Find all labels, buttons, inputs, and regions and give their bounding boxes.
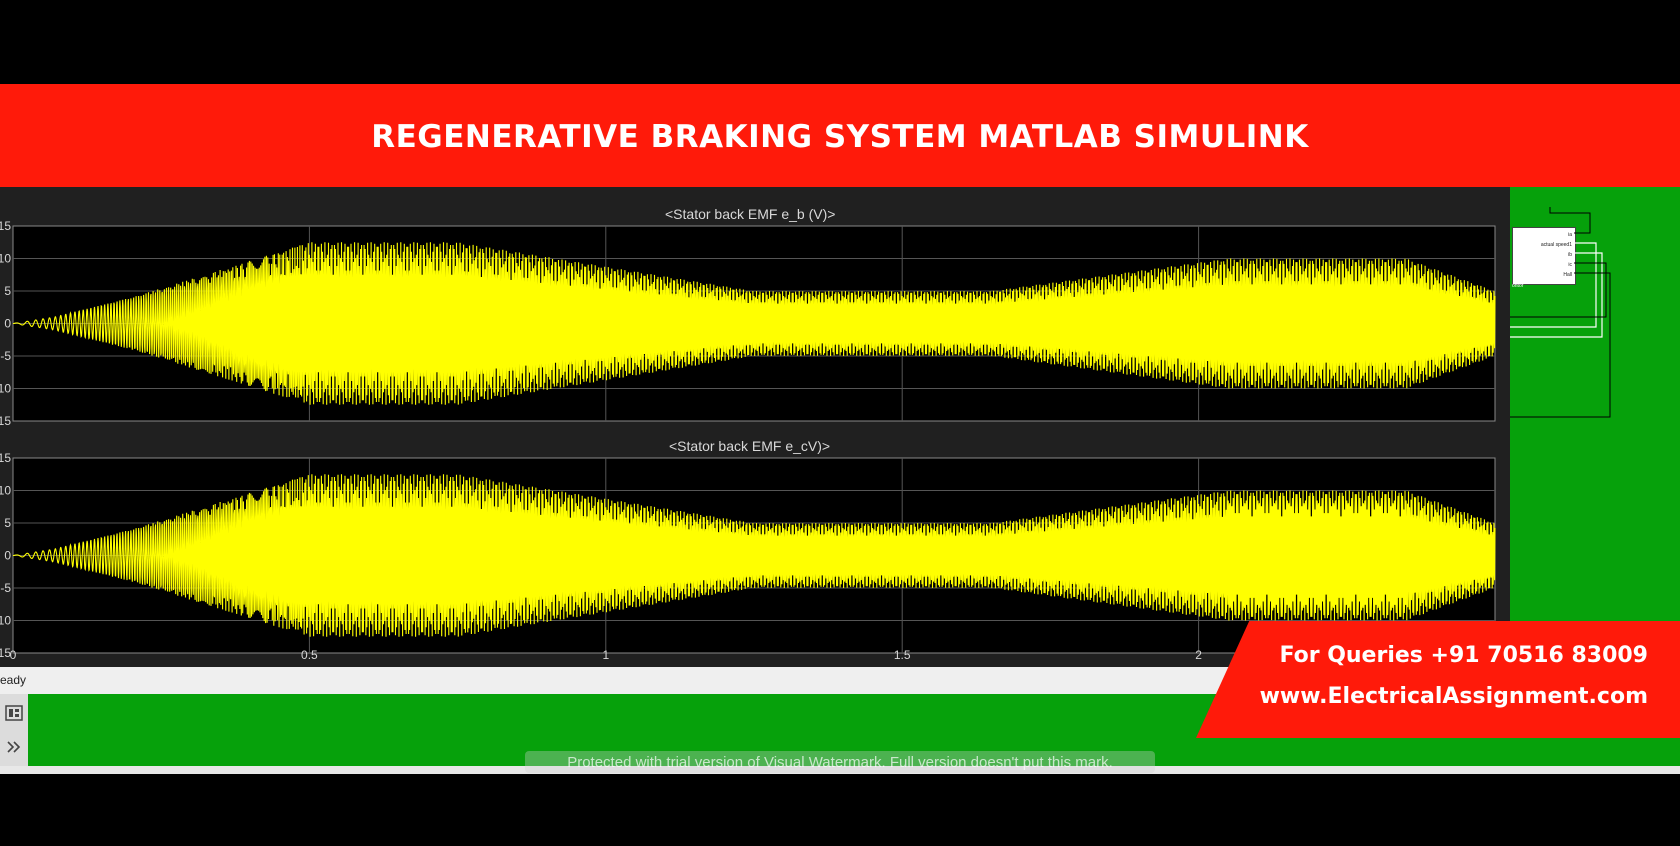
status-text: eady [0, 673, 27, 687]
double-chevron-right-icon[interactable] [3, 736, 25, 758]
y-tick-label: -10 [0, 382, 11, 396]
plot-title-2: <Stator back EMF e_cV)> [669, 438, 831, 454]
port-label: ia [1568, 232, 1572, 238]
x-tick-label: 0 [10, 648, 17, 662]
signal-wires [1510, 207, 1611, 418]
y-tick-label: -5 [0, 581, 11, 595]
plot-title-1: <Stator back EMF e_b (V)> [665, 206, 836, 222]
block-label: ontor [1512, 283, 1524, 289]
y-tick-label: 0 [4, 549, 11, 563]
contact-phone: For Queries +91 70516 83009 [1279, 643, 1648, 668]
y-tick-label: -5 [0, 349, 11, 363]
title-banner: REGENERATIVE BRAKING SYSTEM MATLAB SIMUL… [0, 84, 1680, 187]
signal-line [13, 242, 1496, 405]
y-tick-label: -15 [0, 414, 11, 428]
x-tick-label: 1 [602, 648, 609, 662]
y-tick-label: 5 [4, 516, 11, 530]
model-toolbar [0, 694, 28, 766]
y-tick-label: 10 [0, 484, 11, 498]
y-tick-label: 15 [0, 219, 11, 233]
y-tick-label: 0 [4, 317, 11, 331]
banner-title: REGENERATIVE BRAKING SYSTEM MATLAB SIMUL… [371, 118, 1309, 155]
scope-window: <Stator back EMF e_b (V)> <Stator back E… [0, 187, 1510, 667]
contact-banner: For Queries +91 70516 83009 www.Electric… [1196, 621, 1680, 738]
y-tick-label: 15 [0, 451, 11, 465]
subsystem-block[interactable]: ia actual speed1 ib ic Hall [1512, 227, 1576, 285]
watermark-text: Protected with trial version of Visual W… [525, 751, 1155, 773]
x-tick-label: 0.5 [301, 648, 318, 662]
port-label: ic [1568, 262, 1572, 268]
port-label: ib [1568, 252, 1572, 258]
x-tick-label: 1.5 [894, 648, 911, 662]
y-tick-label: -10 [0, 614, 11, 628]
port-label: Hall [1563, 272, 1572, 278]
y-tick-label: -15 [0, 646, 11, 660]
y-tick-label: 5 [4, 284, 11, 298]
library-icon[interactable] [3, 702, 25, 724]
x-tick-label: 2 [1195, 648, 1202, 662]
contact-website[interactable]: www.ElectricalAssignment.com [1259, 684, 1648, 709]
bottom-strip [0, 766, 1680, 774]
port-label: actual speed1 [1540, 242, 1572, 248]
y-tick-label: 10 [0, 252, 11, 266]
